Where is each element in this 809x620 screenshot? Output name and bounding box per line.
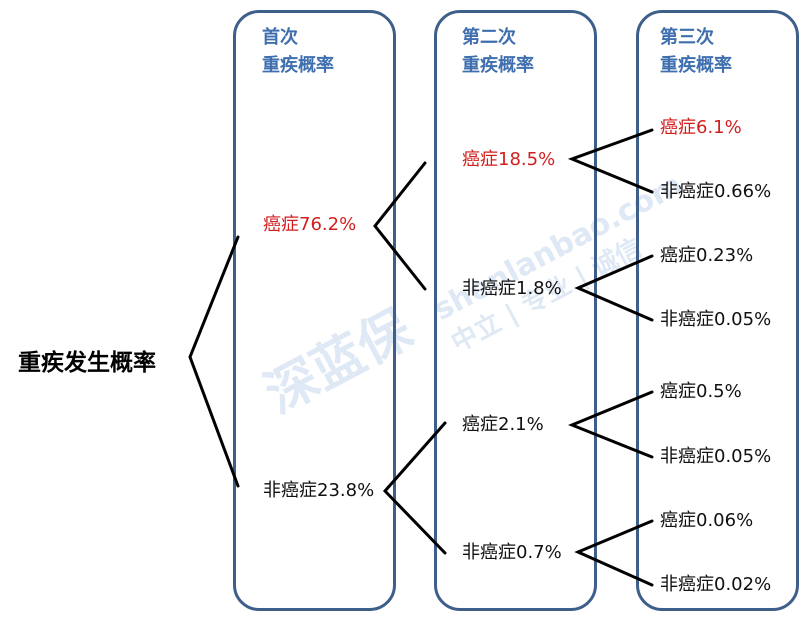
node-l3-6: 非癌症0.05%: [660, 446, 772, 467]
root-label: 重疾发生概率: [18, 350, 156, 376]
connector-l2-c: [568, 390, 654, 459]
node-l3-1: 癌症6.1%: [660, 117, 742, 138]
column-header-line1: 第三次: [660, 27, 714, 48]
connector-l1-noncancer: [382, 421, 447, 555]
column-header-third: 第三次 重疾概率: [660, 24, 732, 80]
node-l2-noncancer-noncancer: 非癌症0.7%: [462, 542, 562, 563]
node-l3-2: 非癌症0.66%: [660, 181, 772, 202]
node-l1-cancer: 癌症76.2%: [263, 214, 357, 235]
column-header-line1: 第二次: [462, 27, 516, 48]
node-l2-noncancer-cancer: 癌症2.1%: [462, 414, 544, 435]
node-l3-4: 非癌症0.05%: [660, 309, 772, 330]
column-header-line2: 重疾概率: [262, 55, 334, 76]
connector-l1-cancer: [373, 161, 427, 291]
column-header-first: 首次 重疾概率: [262, 24, 334, 80]
connector-root: [188, 235, 240, 488]
node-l2-cancer-noncancer: 非癌症1.8%: [462, 278, 562, 299]
connector-l2-d: [574, 519, 654, 587]
node-l3-8: 非癌症0.02%: [660, 574, 772, 595]
column-header-second: 第二次 重疾概率: [462, 24, 534, 80]
node-l1-noncancer: 非癌症23.8%: [263, 480, 375, 501]
node-l3-7: 癌症0.06%: [660, 510, 754, 531]
column-frame-third: [636, 10, 799, 611]
column-header-line2: 重疾概率: [462, 55, 534, 76]
node-l2-cancer-cancer: 癌症18.5%: [462, 149, 556, 170]
connector-l2-b: [574, 254, 654, 322]
node-l3-3: 癌症0.23%: [660, 245, 754, 266]
node-l3-5: 癌症0.5%: [660, 381, 742, 402]
column-frame-second: [434, 10, 597, 611]
column-frame-first: [233, 10, 396, 611]
column-header-line2: 重疾概率: [660, 55, 732, 76]
connector-l2-a: [567, 128, 654, 194]
column-header-line1: 首次: [262, 27, 298, 48]
